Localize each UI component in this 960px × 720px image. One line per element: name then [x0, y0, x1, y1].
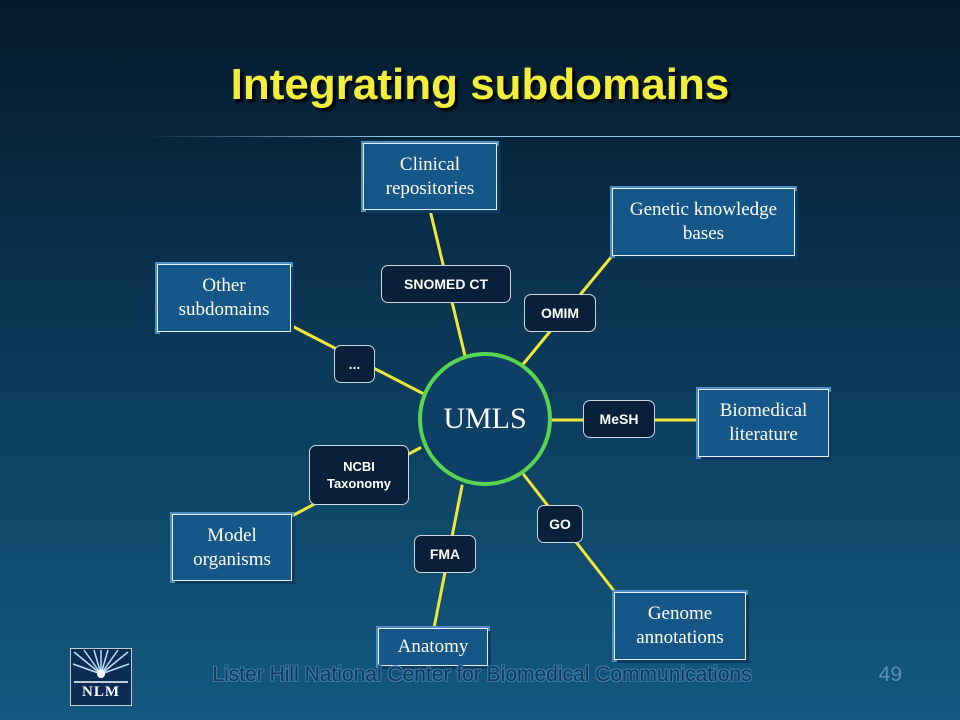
node-biomedical-label: Biomedical literature — [719, 400, 808, 445]
connector-snomed-ct: SNOMED CT — [381, 265, 511, 303]
node-anatomy: Anatomy — [378, 628, 488, 666]
node-anatomy-label: Anatomy — [397, 636, 469, 657]
node-genetic-knowledge-bases: Genetic knowledge bases — [612, 188, 795, 256]
node-genome-annotations: Genome annotations — [614, 592, 746, 660]
footer-institution: Lister Hill National Center for Biomedic… — [212, 663, 752, 686]
connector-mesh: MeSH — [583, 400, 655, 438]
connector-ellipsis: ... — [334, 345, 375, 383]
connector-fma: FMA — [414, 535, 476, 573]
slide-title: Integrating subdomains — [230, 60, 730, 109]
page-number: 49 — [878, 663, 902, 686]
nlm-logo-icon — [70, 648, 132, 706]
connector-ncbi-taxonomy: NCBI Taxonomy — [309, 445, 409, 505]
center-umls: UMLS — [418, 352, 552, 486]
connector-go: GO — [537, 505, 583, 543]
node-clinical-repositories: Clinical repositories — [363, 143, 497, 210]
node-model-organisms: Model organisms — [172, 514, 292, 581]
connector-omim: OMIM — [524, 294, 596, 332]
node-genome-label: Genome annotations — [636, 603, 724, 648]
node-other-label: Other subdomains — [178, 275, 270, 320]
node-genetic-label: Genetic knowledge bases — [629, 199, 778, 244]
title-divider — [140, 136, 960, 137]
connector-ncbi-label: NCBI Taxonomy — [326, 459, 392, 491]
node-clinical-label: Clinical repositories — [385, 153, 475, 199]
node-model-label: Model organisms — [193, 524, 271, 570]
node-other-subdomains: Other subdomains — [157, 264, 291, 332]
nlm-logo-text: NLM — [82, 684, 120, 700]
node-biomedical-literature: Biomedical literature — [698, 389, 829, 457]
